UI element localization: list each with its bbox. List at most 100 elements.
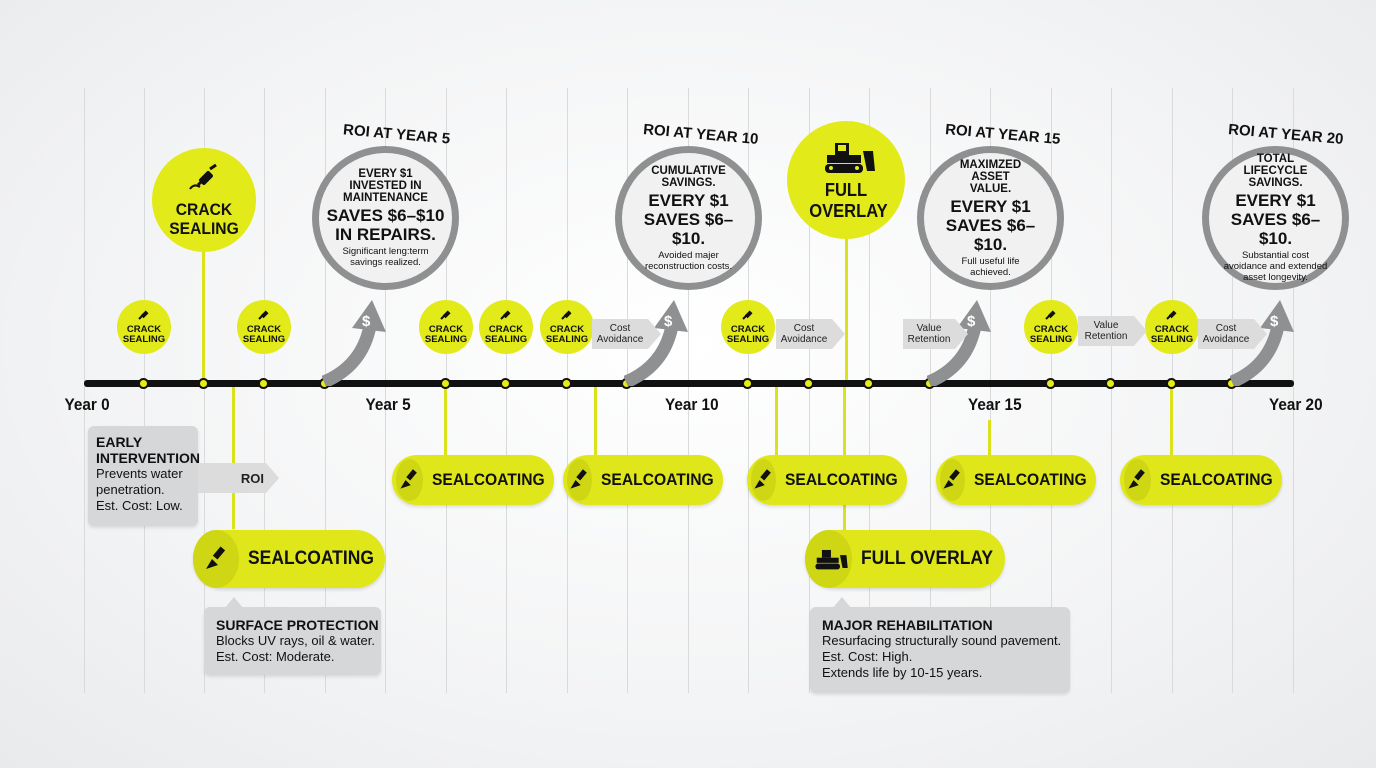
paint-brush-icon bbox=[751, 459, 776, 501]
sealcoating-milestone: SEALCOATING bbox=[936, 455, 1096, 505]
roi-circle-year-5: EVERY $1 INVESTED IN MAINTENANCE SAVES $… bbox=[312, 146, 459, 290]
full-overlay-callout: FULL OVERLAY bbox=[787, 121, 905, 239]
pointer-triangle bbox=[832, 597, 852, 609]
caulk-gun-icon bbox=[1043, 309, 1059, 324]
box-line: Blocks UV rays, oil & water. bbox=[216, 633, 375, 648]
arrow-label: Cost Avoidance bbox=[596, 323, 644, 345]
box-line: Est. Cost: High. bbox=[822, 649, 913, 664]
major-rehabilitation-box: MAJOR REHABILITATION Resurfacing structu… bbox=[810, 607, 1070, 693]
box-line: Est. Cost: Low. bbox=[96, 498, 183, 513]
roi-headline: EVERY $1 SAVES $6–$10. bbox=[643, 190, 734, 248]
crack-sealing-label: CRACK SEALING bbox=[424, 324, 468, 345]
box-line: Est. Cost: Moderate. bbox=[216, 649, 335, 664]
roi-headline: EVERY $1 SAVES $6–$10. bbox=[945, 196, 1036, 254]
paint-brush-icon bbox=[567, 459, 592, 501]
crack-sealing-title: CRACK SEALING bbox=[169, 199, 239, 238]
value-retention-arrow: Value Retention bbox=[1078, 316, 1147, 346]
stem bbox=[775, 384, 778, 458]
full-overlay-label: FULL OVERLAY bbox=[861, 548, 994, 569]
dollar-curve-arrow: $ bbox=[322, 300, 386, 386]
roi-lead: TOTAL LIFECYCLE SAVINGS. bbox=[1243, 153, 1308, 189]
crack-sealing-marker: CRACK SEALING bbox=[540, 300, 594, 354]
crack-sealing-marker: CRACK SEALING bbox=[117, 300, 171, 354]
bulldozer-icon bbox=[805, 530, 853, 588]
caulk-gun-icon bbox=[184, 163, 224, 200]
box-line: Extends life by 10-15 years. bbox=[822, 665, 983, 680]
roi-title-year-5: ROI AT YEAR 5 bbox=[342, 121, 451, 148]
sealcoating-label: SEALCOATING bbox=[248, 548, 375, 569]
stem bbox=[988, 420, 991, 458]
arrow-label: ROI bbox=[240, 470, 264, 486]
crack-sealing-label: CRACK SEALING bbox=[122, 324, 166, 345]
box-heading: MAJOR REHABILITATION bbox=[822, 617, 993, 633]
box-line: Prevents water penetration. bbox=[96, 466, 183, 497]
paint-brush-icon bbox=[193, 530, 240, 588]
year-label-10: Year 10 bbox=[664, 395, 719, 414]
crack-sealing-marker: CRACK SEALING bbox=[721, 300, 775, 354]
crack-sealing-label: CRACK SEALING bbox=[484, 324, 528, 345]
sealcoating-label: SEALCOATING bbox=[1159, 470, 1273, 489]
paint-brush-icon bbox=[1124, 459, 1151, 501]
caulk-gun-icon bbox=[1164, 309, 1180, 324]
crack-sealing-label: CRACK SEALING bbox=[242, 324, 286, 345]
roi-lead: MAXIMZED ASSET VALUE. bbox=[959, 158, 1022, 195]
stem bbox=[594, 384, 597, 458]
arrow-label: Cost Avoidance bbox=[780, 323, 828, 345]
cost-avoidance-arrow: Cost Avoidance bbox=[776, 319, 845, 349]
roi-headline: SAVES $6–$10 IN REPAIRS. bbox=[326, 206, 445, 244]
dollar-curve-arrow: $ bbox=[1230, 300, 1294, 386]
box-heading: SURFACE PROTECTION bbox=[216, 617, 379, 633]
roi-footnote: Avoided majer reconstruction costs. bbox=[644, 249, 733, 272]
roi-circle-year-10: CUMULATIVE SAVINGS. EVERY $1 SAVES $6–$1… bbox=[615, 146, 762, 290]
caulk-gun-icon bbox=[256, 309, 272, 324]
roi-footnote: Significant leng:term savings realized. bbox=[342, 246, 429, 268]
cost-avoidance-arrow: Cost Avoidance bbox=[1198, 319, 1267, 349]
box-heading: EARLY INTERVENTION bbox=[96, 434, 200, 466]
sealcoating-label: SEALCOATING bbox=[973, 470, 1087, 489]
roi-circle-year-20: TOTAL LIFECYCLE SAVINGS. EVERY $1 SAVES … bbox=[1202, 146, 1349, 290]
sealcoating-label: SEALCOATING bbox=[784, 470, 898, 489]
caulk-gun-icon bbox=[438, 309, 454, 324]
dollar-curve-arrow: $ bbox=[624, 300, 688, 386]
caulk-gun-icon bbox=[136, 309, 152, 324]
roi-title-year-20: ROI AT YEAR 20 bbox=[1227, 120, 1345, 149]
surface-protection-box: SURFACE PROTECTION Blocks UV rays, oil &… bbox=[204, 607, 381, 675]
stem bbox=[845, 235, 848, 380]
crack-sealing-label: CRACK SEALING bbox=[1150, 324, 1194, 345]
sealcoating-label: SEALCOATING bbox=[600, 470, 714, 489]
sealcoating-milestone: SEALCOATING bbox=[392, 455, 554, 505]
dollar-sign: $ bbox=[967, 313, 976, 330]
roi-circle-year-15: MAXIMZED ASSET VALUE. EVERY $1 SAVES $6–… bbox=[917, 146, 1064, 290]
bulldozer-icon bbox=[815, 139, 877, 180]
year-label-0: Year 0 bbox=[64, 395, 110, 414]
timeline-axis bbox=[84, 380, 1294, 387]
roi-title-year-10: ROI AT YEAR 10 bbox=[642, 120, 760, 149]
arrow-label: Cost Avoidance bbox=[1202, 323, 1250, 345]
sealcoating-milestone: SEALCOATING bbox=[193, 530, 385, 588]
box-line: Resurfacing structurally sound pavement. bbox=[822, 633, 1062, 648]
roi-lead: CUMULATIVE SAVINGS. bbox=[651, 164, 726, 189]
crack-sealing-marker: CRACK SEALING bbox=[237, 300, 291, 354]
full-overlay-title: FULL OVERLAY bbox=[809, 179, 888, 221]
roi-title-year-15: ROI AT YEAR 15 bbox=[944, 120, 1062, 149]
stem bbox=[202, 240, 205, 380]
stem bbox=[444, 384, 447, 458]
crack-sealing-marker: CRACK SEALING bbox=[1145, 300, 1199, 354]
cost-avoidance-arrow: Cost Avoidance bbox=[592, 319, 661, 349]
dollar-sign: $ bbox=[362, 313, 371, 330]
caulk-gun-icon bbox=[498, 309, 514, 324]
full-overlay-milestone: FULL OVERLAY bbox=[805, 530, 1005, 588]
value-retention-arrow: Value Retention bbox=[903, 319, 968, 349]
crack-sealing-label: CRACK SEALING bbox=[726, 324, 770, 345]
sealcoating-milestone: SEALCOATING bbox=[747, 455, 907, 505]
crack-sealing-label: CRACK SEALING bbox=[545, 324, 589, 345]
paint-brush-icon bbox=[396, 459, 423, 501]
crack-sealing-marker: CRACK SEALING bbox=[479, 300, 533, 354]
crack-sealing-label: CRACK SEALING bbox=[1029, 324, 1073, 345]
crack-sealing-marker: CRACK SEALING bbox=[1024, 300, 1078, 354]
roi-headline: EVERY $1 SAVES $6–$10. bbox=[1230, 191, 1321, 248]
roi-arrow: ROI bbox=[198, 463, 279, 493]
sealcoating-milestone: SEALCOATING bbox=[563, 455, 723, 505]
stem bbox=[1170, 384, 1173, 458]
roi-footnote: Full useful life achieved. bbox=[961, 255, 1020, 278]
